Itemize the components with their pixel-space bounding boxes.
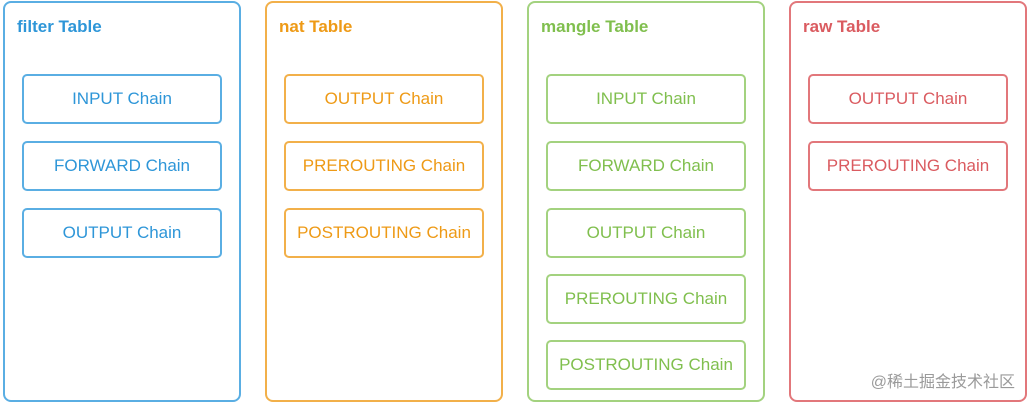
filter-forward-chain: FORWARD Chain [22, 141, 222, 191]
mangle-table-title: mangle Table [541, 17, 649, 36]
mangle-output-chain: OUTPUT Chain [546, 208, 746, 258]
mangle-table: mangle Table INPUT Chain FORWARD Chain O… [527, 1, 765, 402]
mangle-postrouting-chain: POSTROUTING Chain [546, 340, 746, 390]
nat-output-chain: OUTPUT Chain [284, 74, 484, 124]
mangle-forward-chain: FORWARD Chain [546, 141, 746, 191]
raw-output-chain: OUTPUT Chain [808, 74, 1008, 124]
raw-prerouting-chain: PREROUTING Chain [808, 141, 1008, 191]
filter-table-title: filter Table [17, 17, 102, 36]
filter-output-chain: OUTPUT Chain [22, 208, 222, 258]
raw-table: raw Table OUTPUT Chain PREROUTING Chain [789, 1, 1027, 402]
nat-prerouting-chain: PREROUTING Chain [284, 141, 484, 191]
mangle-input-chain: INPUT Chain [546, 74, 746, 124]
raw-table-title: raw Table [803, 17, 881, 36]
nat-table: nat Table OUTPUT Chain PREROUTING Chain … [265, 1, 503, 402]
filter-table: filter Table INPUT Chain FORWARD Chain O… [3, 1, 241, 402]
filter-input-chain: INPUT Chain [22, 74, 222, 124]
nat-postrouting-chain: POSTROUTING Chain [284, 208, 484, 258]
nat-table-title: nat Table [279, 17, 353, 36]
watermark: @稀土掘金技术社区 [870, 374, 1015, 391]
mangle-prerouting-chain: PREROUTING Chain [546, 274, 746, 324]
